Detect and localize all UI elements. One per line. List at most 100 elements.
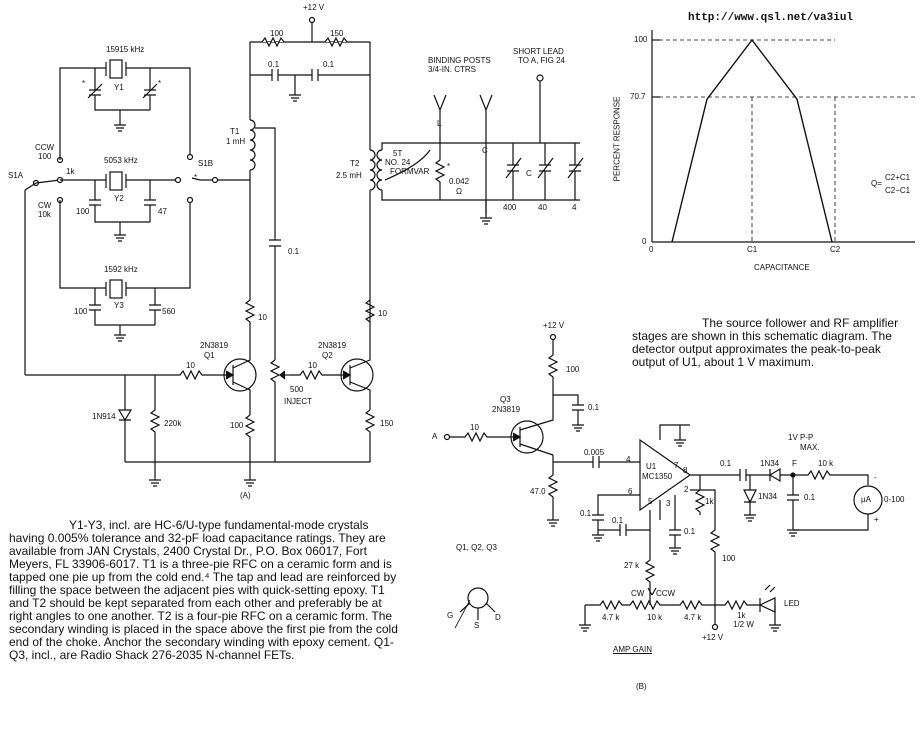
b-c-det: 0.1 xyxy=(804,493,816,502)
a-inject: INJECT xyxy=(284,397,312,406)
a-switch-b: S1B xyxy=(198,159,214,168)
a-turns-a: 5T xyxy=(393,149,403,158)
a-caption: (A) xyxy=(240,491,251,500)
b-r-gate: 10 xyxy=(470,423,479,432)
a-var-c: C xyxy=(526,169,532,178)
b-u1-name: U1 xyxy=(646,462,657,471)
a-y3-freq: 1592 kHz xyxy=(104,265,138,274)
b-pin-7: 7 xyxy=(674,461,679,470)
a-ccw: CCW xyxy=(35,143,55,152)
b-pin-8: 8 xyxy=(683,466,688,475)
a-turns-b: NO. 24 xyxy=(385,158,411,167)
a-t1-name: T1 xyxy=(230,127,240,136)
source-url[interactable]: http://www.qsl.net/va3iul xyxy=(688,12,854,24)
b-r-drain: 100 xyxy=(566,365,580,374)
a-binding-a: BINDING POSTS xyxy=(428,56,491,65)
a-c-top-right: 0.1 xyxy=(323,60,335,69)
a-supply-label: +12 V xyxy=(303,3,325,12)
a-post-c: C xyxy=(482,146,488,155)
b-pin-2: 2 xyxy=(684,485,689,494)
b-pin-3: 3 xyxy=(666,499,671,508)
schematic-b xyxy=(443,333,883,632)
b-pot-cw: CW xyxy=(631,589,645,598)
b-input: A xyxy=(432,432,438,441)
b-r-47k-left: 4.7 k xyxy=(602,613,620,622)
a-turns-c: FORMVAR xyxy=(390,167,430,176)
b-r-source: 47.0 xyxy=(530,487,546,496)
b-c-out: 0.1 xyxy=(720,459,732,468)
chart-tick-label-y0: 0 xyxy=(642,237,647,246)
a-q2-type: 2N3819 xyxy=(318,341,347,350)
b-r-100: 100 xyxy=(722,554,736,563)
a-res-val: 0.042 xyxy=(449,177,470,186)
b-u1-type: MC1350 xyxy=(642,472,673,481)
chart-tick-label-c1: C1 xyxy=(747,245,758,254)
a-r-d1: 10 xyxy=(258,313,267,322)
a-var-cap-4: 4 xyxy=(572,203,577,212)
b-fet-list: Q1, Q2, Q3 xyxy=(456,543,497,552)
a-sw-star: * xyxy=(194,173,198,182)
a-y2-cap-right: 47 xyxy=(158,207,167,216)
response-chart xyxy=(651,30,915,243)
a-post-l: L xyxy=(437,119,442,128)
b-amp-gain: AMP GAIN xyxy=(613,645,652,654)
b-pot-ccw: CCW xyxy=(656,589,676,598)
a-res-unit: Ω xyxy=(456,187,462,196)
chart-formula-den: C2−C1 xyxy=(885,186,911,195)
a-switch-a: S1A xyxy=(8,171,24,180)
b-r-det: 10 k xyxy=(818,459,834,468)
b-f-label: F xyxy=(792,459,797,468)
a-r-d2: 10 xyxy=(378,309,387,318)
a-pot: 500 xyxy=(290,385,304,394)
a-short-a: SHORT LEAD xyxy=(513,47,564,56)
a-q1-name: Q1 xyxy=(204,351,215,360)
a-r-top-right: 150 xyxy=(330,29,344,38)
chart-y-axis-label: PERCENT RESPONSE xyxy=(612,96,622,182)
b-q3-name: Q3 xyxy=(500,395,511,404)
b-r-1k: 1k xyxy=(705,497,714,506)
b-r-27k: 27 k xyxy=(624,561,640,570)
a-r-gate1: 10 xyxy=(186,361,195,370)
a-y2-freq: 5053 kHz xyxy=(104,156,138,165)
a-diode: 1N914 xyxy=(92,412,116,421)
a-r-s2: 150 xyxy=(380,419,394,428)
a-y2-name: Y2 xyxy=(114,194,124,203)
b-q3-type: 2N3819 xyxy=(492,405,521,414)
a-y3-cap-left: 100 xyxy=(74,307,88,316)
a-cw-val: 10k xyxy=(38,210,51,219)
chart-formula-num: C2+C1 xyxy=(885,173,911,182)
schematic-a xyxy=(24,16,584,487)
chart-tick-label-c2: C2 xyxy=(830,245,841,254)
a-t2-val: 2.5 mH xyxy=(336,171,362,180)
b-diode1: 1N34 xyxy=(760,459,780,468)
b-pin-5: 5 xyxy=(648,497,653,506)
a-q2-name: Q2 xyxy=(322,351,333,360)
a-r-s1: 100 xyxy=(230,421,244,430)
b-fet-pin-d: D xyxy=(495,613,501,622)
b-c-mid: 0.1 xyxy=(612,516,624,525)
b-vpp: 1V P-P xyxy=(788,433,814,442)
a-c-top-left: 0.1 xyxy=(268,60,280,69)
a-r-top-left: 100 xyxy=(270,29,284,38)
a-r-gate2: 10 xyxy=(308,361,317,370)
a-var-cap-400: 400 xyxy=(503,203,517,212)
b-vpp2: MAX. xyxy=(800,443,820,452)
a-ccw-val: 100 xyxy=(38,152,52,161)
chart-tick-label-70: 70.7 xyxy=(630,92,646,101)
chart-x-axis-label: CAPACITANCE xyxy=(754,263,810,272)
b-c-right: 0.1 xyxy=(684,527,696,536)
a-cw: CW xyxy=(38,201,52,210)
a-y1-trim-left: * xyxy=(82,79,86,88)
chart-tick-label-100: 100 xyxy=(634,35,648,44)
a-r-gnd: 220k xyxy=(164,419,182,428)
a-c-couple: 0.1 xyxy=(288,247,300,256)
b-minus: - xyxy=(874,473,877,482)
b-r-47k-right: 4.7 k xyxy=(684,613,702,622)
b-diode2: 1N34 xyxy=(758,492,778,501)
b-caption: (B) xyxy=(636,682,647,691)
a-t1-val: 1 mH xyxy=(226,137,246,146)
a-y3-cap-right: 560 xyxy=(162,307,176,316)
b-c-bypass: 0.1 xyxy=(588,403,600,412)
b-meter-range: 0-100 xyxy=(884,495,905,504)
chart-formula-q: Q= xyxy=(871,179,882,188)
